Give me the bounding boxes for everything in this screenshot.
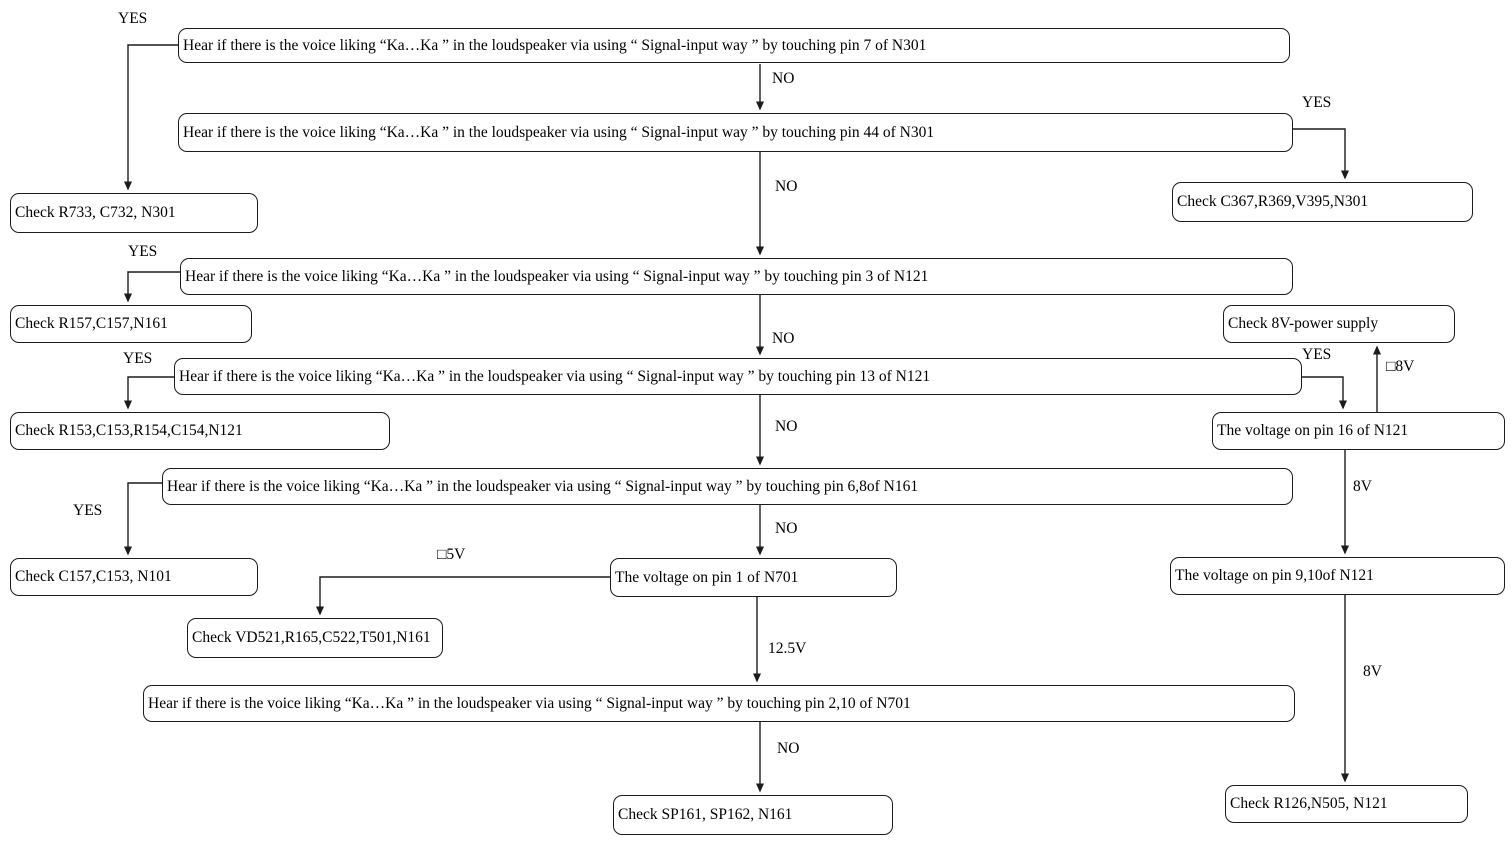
flow-node-question-pin13-n121: Hear if there is the voice liking “Ka…Ka… [174, 358, 1302, 395]
flow-node-voltage-pin910: The voltage on pin 9,10of N121 [1170, 557, 1505, 595]
arrow-q1-yes [124, 44, 178, 191]
flow-node-question-pin210-n701: Hear if there is the voice liking “Ka…Ka… [143, 685, 1295, 722]
edge-label-8v-lower: 8V [1363, 663, 1382, 680]
arrow-q2-yes [1293, 128, 1349, 180]
edge-label-yes-q2: YES [1302, 94, 1332, 111]
edge-label-12-5v: 12.5V [768, 640, 807, 657]
edge-label-yes-q4: YES [123, 350, 153, 367]
flow-node-check-c367: Check C367,R369,V395,N301 [1172, 182, 1473, 222]
edge-label-no-q4: NO [775, 418, 798, 435]
flow-node-check-c157: Check C157,C153, N101 [10, 558, 258, 596]
edge-label-yes-v16: YES [1302, 346, 1332, 363]
flow-node-voltage-pin16: The voltage on pin 16 of N121 [1212, 412, 1505, 450]
edge-label-no-q5: NO [775, 520, 798, 537]
flow-node-question-pin7-n301: Hear if there is the voice liking “Ka…Ka… [178, 28, 1290, 63]
edge-label-no-q7: NO [777, 740, 800, 757]
edge-label-yes-q1: YES [118, 10, 148, 27]
arrow-q5-yes [124, 482, 162, 556]
edge-label-not-5v: □5V [437, 546, 466, 563]
edge-label-yes-q5: YES [73, 502, 103, 519]
flow-node-question-pin44-n301: Hear if there is the voice liking “Ka…Ka… [178, 113, 1293, 152]
flow-node-question-pin3-n121: Hear if there is the voice liking “Ka…Ka… [180, 258, 1293, 295]
arrow-q4-yes-left [124, 376, 174, 410]
edge-label-no-q1: NO [772, 70, 795, 87]
edge-label-8v-upper: 8V [1353, 478, 1372, 495]
flow-node-check-r733: Check R733, C732, N301 [10, 193, 258, 233]
flow-node-check-vd521: Check VD521,R165,C522,T501,N161 [187, 618, 443, 658]
edge-label-no-q3: NO [772, 330, 795, 347]
arrow-v701-not5v [316, 576, 610, 616]
flow-node-check-r157: Check R157,C157,N161 [10, 305, 252, 343]
flow-node-question-pin68-n161: Hear if there is the voice liking “Ka…Ka… [162, 468, 1293, 505]
arrow-q4-yes-right [1302, 376, 1347, 410]
edge-label-no-q2: NO [775, 178, 798, 195]
flow-node-check-r126: Check R126,N505, N121 [1225, 785, 1468, 823]
edge-label-not-8v: □8V [1386, 358, 1415, 375]
flow-node-check-8v-supply: Check 8V-power supply [1223, 305, 1455, 343]
arrow-q3-yes [124, 271, 180, 303]
edge-label-yes-q3: YES [128, 243, 158, 260]
flow-node-check-sp161: Check SP161, SP162, N161 [613, 795, 893, 835]
flow-node-check-r153: Check R153,C153,R154,C154,N121 [10, 412, 390, 450]
flow-node-voltage-pin1-n701: The voltage on pin 1 of N701 [610, 558, 897, 597]
